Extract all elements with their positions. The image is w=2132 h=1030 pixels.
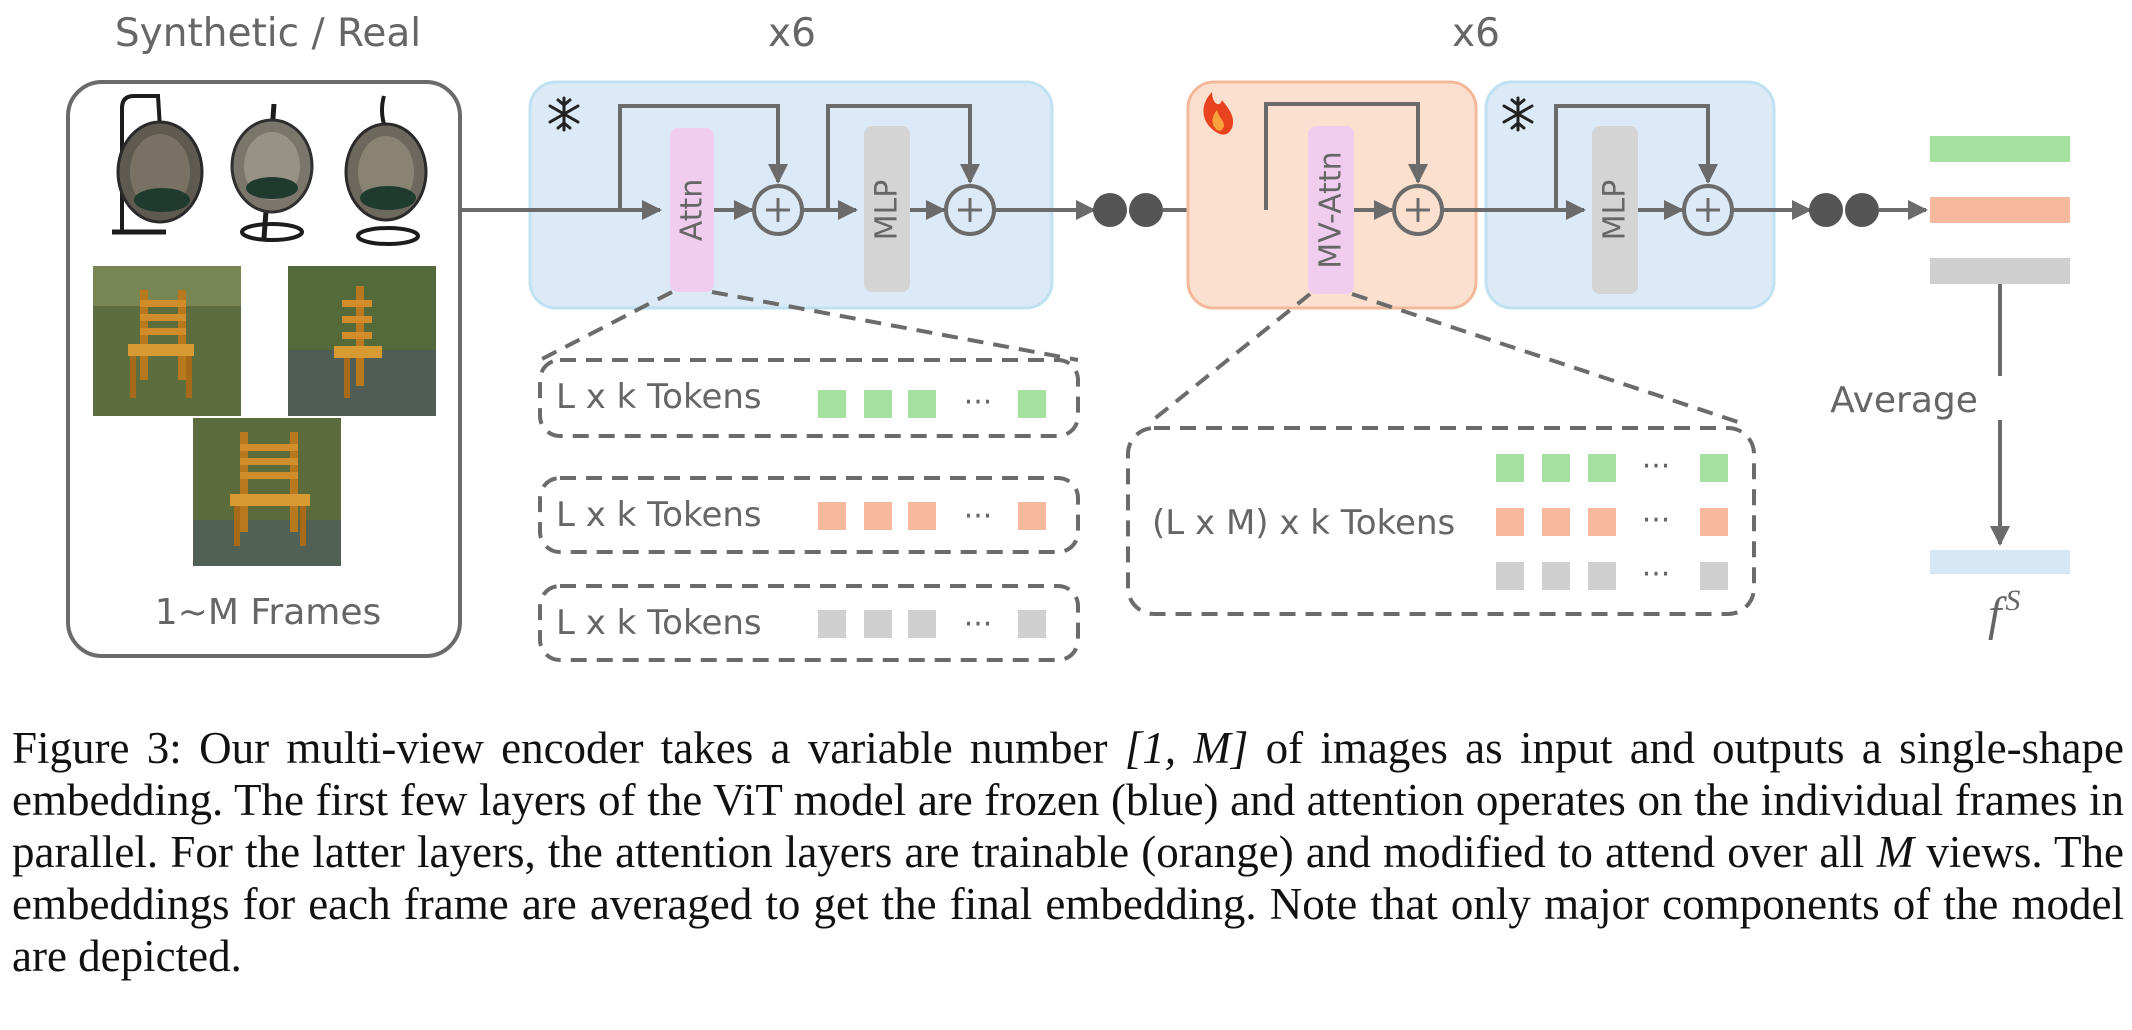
frozen-transformer-block <box>528 80 1054 310</box>
caption-text: views. The embeddings for each frame are… <box>12 827 2124 981</box>
wooden-chair-photo-1 <box>93 266 241 416</box>
ellipsis: ··· <box>964 607 993 642</box>
attn-layer <box>670 128 714 292</box>
input-frames-panel <box>66 80 462 658</box>
ellipsis: ··· <box>1642 503 1671 538</box>
token-group-orange: L x k Tokens ··· <box>538 476 1080 554</box>
mlp-residual-connection <box>1554 104 1718 210</box>
frozen-block-repeat-label: x6 <box>768 11 816 56</box>
multi-view-token-label: (L x M) x k Tokens <box>1152 503 1455 543</box>
continuation-dot <box>1129 193 1163 227</box>
egg-chair-image-1 <box>112 94 204 235</box>
input-title: Synthetic / Real <box>115 11 421 56</box>
flame-icon <box>1203 92 1234 135</box>
caption-text: of images as input and outputs a single-… <box>12 723 2125 877</box>
continuation-dot <box>1093 193 1127 227</box>
caption-text: Figure 3: Our multi-view encoder takes a… <box>12 723 1125 773</box>
snowflake-icon <box>1502 96 1534 132</box>
figure-caption: Figure 3: Our multi-view encoder takes a… <box>12 722 2124 982</box>
continuation-dot <box>1845 193 1879 227</box>
continuation-dot <box>1809 193 1843 227</box>
ellipsis: ··· <box>1642 557 1671 592</box>
wooden-chair-photo-3 <box>193 418 341 566</box>
frame-embedding-orange <box>1930 197 2070 223</box>
snowflake-icon <box>548 96 580 132</box>
token-group-gray: L x k Tokens ··· <box>538 584 1080 662</box>
egg-chair-image-2 <box>230 103 314 242</box>
mlp-label: MLP <box>1598 180 1633 241</box>
frame-embedding-green <box>1930 136 2070 162</box>
egg-chair-image-3 <box>344 95 428 246</box>
mv-attn-label: MV-Attn <box>1314 151 1349 268</box>
token-group-label: L x k Tokens <box>556 495 762 535</box>
final-embedding <box>1930 550 2070 574</box>
ellipsis: ··· <box>964 385 993 420</box>
mlp-residual-connection <box>826 104 980 210</box>
mv-attn-residual-connection <box>1264 102 1428 210</box>
caption-math: [1, M] <box>1124 723 1249 773</box>
mlp-label: MLP <box>870 180 905 241</box>
token-group-label: L x k Tokens <box>556 377 762 417</box>
multi-view-token-group: (L x M) x k Tokens ··· ··· ··· <box>1126 426 1756 616</box>
mlp-layer <box>1592 126 1638 294</box>
multi-view-encoder-diagram: Synthetic / Real <box>66 11 2070 662</box>
token-group-green: L x k Tokens ··· <box>538 358 1080 438</box>
caption-math: M <box>1876 827 1915 877</box>
token-group-label: L x k Tokens <box>556 603 762 643</box>
frames-label: 1~M Frames <box>155 592 382 633</box>
mlp-layer <box>864 126 910 292</box>
frame-embedding-gray <box>1930 258 2070 284</box>
ellipsis: ··· <box>964 499 993 534</box>
trainable-block-repeat-label: x6 <box>1452 11 1500 56</box>
wooden-chair-photo-2 <box>288 266 436 416</box>
average-label: Average <box>1830 380 1978 421</box>
mv-attn-layer <box>1308 126 1354 294</box>
attn-label: Attn <box>675 179 710 242</box>
ellipsis: ··· <box>1642 449 1671 484</box>
attn-residual-connection <box>618 104 788 210</box>
